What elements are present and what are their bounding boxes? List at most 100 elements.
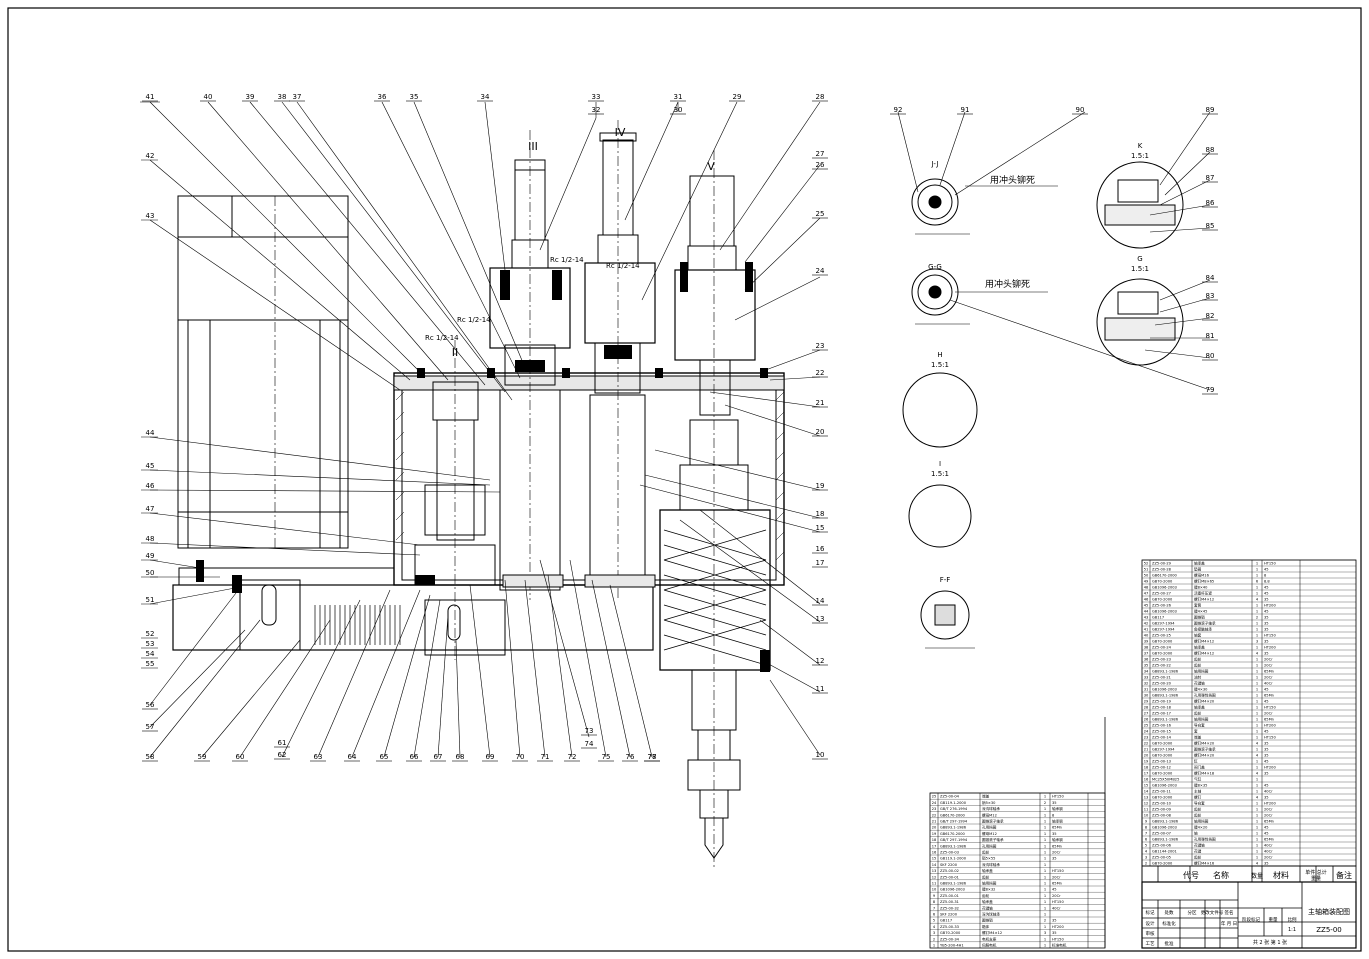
parts-row-code: ZZ5-00-11 (1152, 790, 1171, 794)
parts-row-no: 39 (1144, 640, 1149, 644)
balloon-28: 28 (816, 93, 825, 101)
parts-row-qty: 1 (1256, 814, 1258, 818)
parts-row-no: 16 (932, 851, 937, 855)
parts-row-no: 42 (1144, 622, 1149, 626)
parts-row-qty: 4 (1256, 754, 1259, 758)
parts-row-qty: 4 (1256, 742, 1259, 746)
parts-row-qty: 1 (1256, 820, 1258, 824)
parts-row-material: 65Mn (1264, 694, 1274, 698)
parts-row-qty: 1 (1256, 844, 1258, 848)
parts-row-qty: 1 (1256, 694, 1258, 698)
balloon-60: 60 (236, 753, 245, 761)
parts-row-qty: 1 (1256, 610, 1258, 614)
parts-row-name: 螺钉M4×12 (982, 930, 1002, 935)
parts-row-code: ZZ5-00-08 (1152, 814, 1172, 818)
parts-row-material: 35 (1052, 931, 1057, 935)
parts-row-code: GB119.1-2000 (940, 857, 967, 861)
balloon-49: 49 (146, 552, 155, 560)
parts-row-name: 轴用挡圈 (1194, 819, 1209, 824)
parts-row-material: 8 (1264, 574, 1267, 578)
balloon-17: 17 (816, 559, 825, 567)
parts-row-code: GB893.1-1986 (940, 844, 967, 848)
balloon-63: 63 (314, 753, 323, 761)
detail-i-scale: 1.5:1 (931, 470, 949, 478)
col-weight-2: 重量 (1311, 875, 1321, 882)
parts-row-no: 27 (1144, 712, 1149, 716)
sheet-border (7, 7, 1362, 952)
parts-row-material: 65Mn (1264, 670, 1274, 674)
parts-row-code: ZZ5-00-32 (940, 906, 959, 910)
parts-row-code: ZZ5-00-10 (1152, 802, 1172, 806)
parts-row-material: 20Cr (1264, 676, 1273, 680)
parts-row-code: GB70-2000 (940, 931, 961, 935)
parts-row-no: 6 (933, 913, 936, 917)
row2-label-1: 设计 (1146, 920, 1155, 927)
parts-row-material: HT150 (1052, 900, 1064, 904)
parts-row-no: 25 (932, 795, 937, 799)
parts-row-material: 40Cr (1264, 682, 1273, 686)
parts-row-qty: 1 (1256, 682, 1258, 686)
parts-row-code: ZZ5-00-19 (1152, 700, 1172, 704)
balloon-65: 65 (380, 753, 389, 761)
detail-g-label: G (1137, 255, 1142, 263)
row-label-1: 标记 (1146, 909, 1155, 916)
balloon-76: 76 (626, 753, 635, 761)
parts-row-qty: 1 (1256, 604, 1258, 608)
parts-row-material: 20Cr (1264, 808, 1273, 812)
balloon-87: 87 (1206, 174, 1215, 182)
parts-row-name: 齿轮 (982, 874, 990, 879)
balloon-90: 90 (1076, 106, 1085, 114)
parts-row-no: 22 (932, 813, 937, 817)
detail-h-scale: 1.5:1 (931, 361, 949, 369)
parts-row-no: 23 (932, 807, 937, 811)
parts-row-code: GB119.1-2000 (940, 801, 967, 805)
balloon-25: 25 (816, 210, 825, 218)
parts-row-qty: 1 (1044, 894, 1046, 898)
balloon-10: 10 (816, 751, 825, 759)
parts-row-name: 销5×55 (982, 856, 995, 861)
parts-row-code: GB/T 297-1994 (940, 820, 968, 824)
parts-row-qty: 1 (1044, 820, 1046, 824)
parts-row-material: 65Mn (1052, 882, 1062, 886)
parts-row-material: HT200 (1264, 766, 1276, 770)
parts-row-no: 24 (1144, 730, 1149, 734)
parts-row-qty: 1 (1256, 634, 1258, 638)
parts-row-name: 角接触轴承 (1194, 627, 1212, 632)
parts-row-material: 20Cr (1264, 814, 1273, 818)
detail-k-scale: 1.5:1 (1131, 152, 1149, 160)
parts-row-qty: 1 (1044, 925, 1046, 929)
balloon-52: 52 (146, 630, 155, 638)
parts-row-code: ZZ5-00-04 (940, 795, 960, 799)
parts-row-name: 花键轴 (1194, 843, 1205, 848)
parts-row-code: ZZ5-00-03 (940, 851, 959, 855)
balloon-50: 50 (146, 569, 155, 577)
parts-row-qty: 1 (1256, 592, 1258, 596)
detail-f-label: F-F (940, 576, 951, 584)
parts-row-qty: 2 (1256, 616, 1258, 620)
balloon-31: 31 (674, 93, 683, 101)
balloon-42: 42 (146, 152, 155, 160)
parts-row-name: 孔用挡圈 (982, 825, 997, 830)
col-code: 代号 (1183, 870, 1199, 880)
parts-row-code: ZZ5-00-25 (1152, 634, 1171, 638)
parts-row-no: 11 (932, 882, 937, 886)
parts-row-no: 44 (1144, 610, 1149, 614)
balloon-85: 85 (1206, 222, 1215, 230)
parts-row-code: ZZ5-00-07 (1152, 832, 1171, 836)
parts-row-code: ZZ5-00-17 (1152, 712, 1171, 716)
parts-row-code: ZZ5-00-24 (1152, 646, 1172, 650)
parts-row-material: 35 (1264, 742, 1269, 746)
parts-row-material: HT150 (1264, 562, 1276, 566)
parts-row-name: 螺母M12 (982, 831, 997, 836)
parts-row-name: 端盖 (982, 794, 990, 799)
title-block (1104, 717, 1357, 949)
parts-row-code: ZZ5-00-01 (940, 875, 959, 879)
parts-row-no: 43 (1144, 616, 1149, 620)
parts-row-name: 轴承盖 (982, 899, 993, 904)
parts-row-qty: 1 (1044, 857, 1046, 861)
parts-row-name: 导向套 (1194, 723, 1205, 728)
parts-row-code: GB70-2000 (1152, 580, 1173, 584)
parts-row-name: 轴用挡圈 (1194, 717, 1209, 722)
